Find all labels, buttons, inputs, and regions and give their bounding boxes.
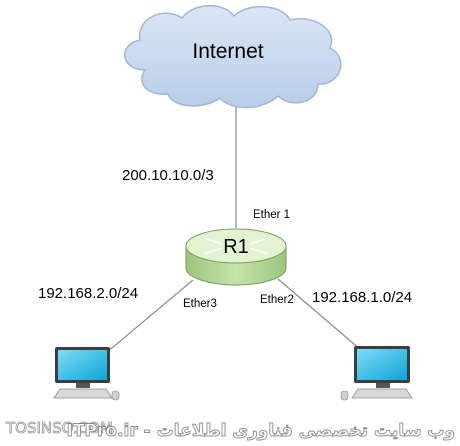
right-lan-subnet-label: 192.168.1.0/24 (312, 289, 412, 306)
router-icon (185, 228, 287, 286)
right-interface-label: Ether2 (260, 294, 294, 306)
wan-interface-label: Ether 1 (253, 209, 290, 221)
left-lan-link (99, 279, 194, 359)
router-name: R1 (223, 236, 249, 258)
left-lan-subnet-label: 192.168.2.0/24 (38, 285, 138, 302)
internet-cloud-icon (124, 5, 342, 109)
wan-subnet-label: 200.10.10.0/3 (122, 167, 214, 184)
watermark-right: ITPro.ir - وب سایت تخصصی فناوری اطلاعات (67, 421, 455, 441)
watermark-left: TOSINSO.COM (5, 419, 113, 437)
right-computer-icon (340, 346, 413, 401)
right-lan-link (277, 278, 369, 357)
left-computer-icon (53, 347, 120, 401)
cloud-label: Internet (192, 40, 263, 63)
left-interface-label: Ether3 (183, 298, 217, 310)
